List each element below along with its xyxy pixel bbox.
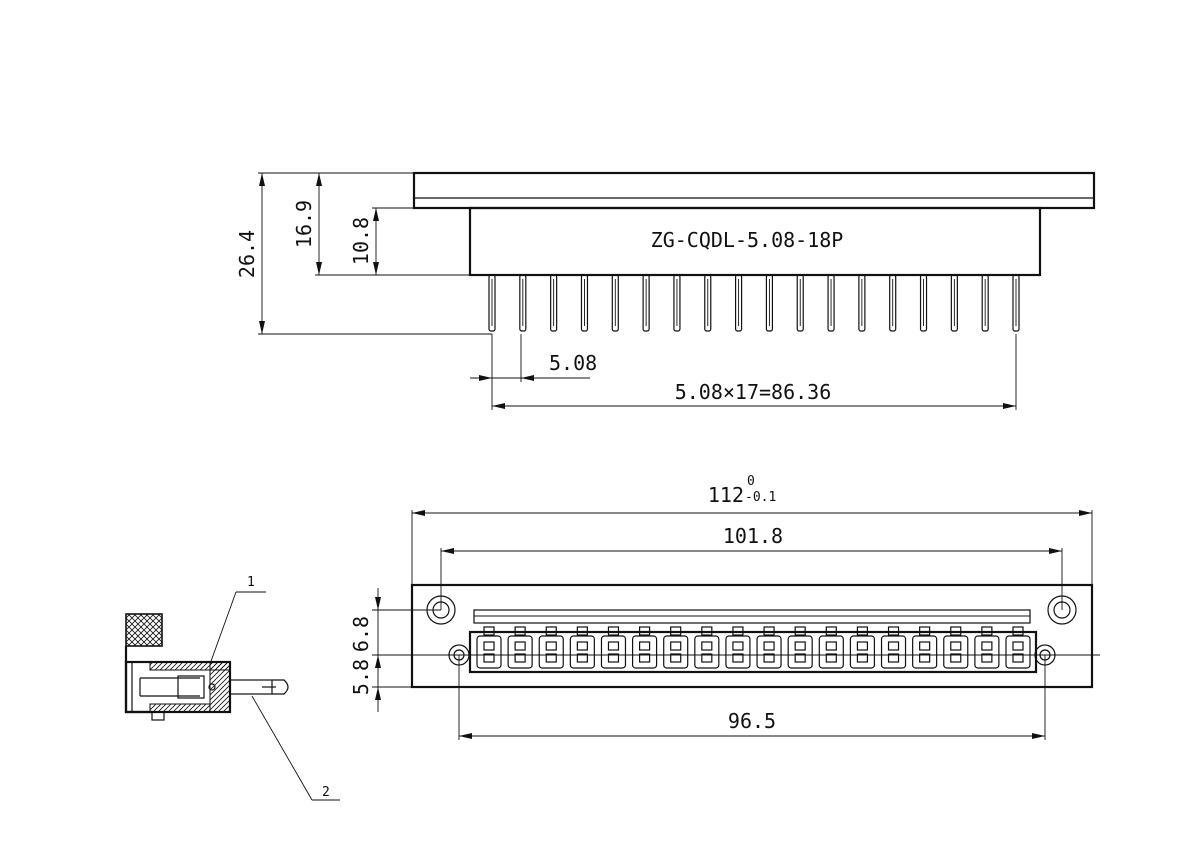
svg-text:1: 1: [247, 575, 255, 590]
dim-overall-width: 112 0 -0.1: [412, 474, 1092, 516]
svg-text:2: 2: [322, 785, 330, 800]
pin: [611, 274, 619, 332]
svg-text:0: 0: [747, 474, 755, 489]
callout-2: 2: [251, 695, 340, 801]
pin: [827, 274, 835, 332]
contact: [538, 626, 564, 669]
pin: [488, 274, 496, 332]
dim-inner-hole-span: 96.5: [459, 709, 1045, 739]
pin: [550, 274, 558, 332]
dim-upper-offset: 6.8: [349, 588, 381, 676]
svg-text:101.8: 101.8: [723, 524, 783, 548]
contact: [476, 626, 502, 669]
contact: [818, 626, 844, 669]
dim-housing-height: 10.8: [349, 208, 379, 275]
housing-body: [468, 206, 1042, 277]
contact: [756, 626, 782, 669]
top-rail: [473, 609, 1031, 624]
flange: [412, 171, 1096, 210]
pin: [919, 274, 928, 332]
pin: [889, 274, 897, 332]
contact: [663, 626, 689, 669]
svg-text:5.08: 5.08: [549, 351, 597, 375]
contact: [600, 626, 627, 669]
contact: [694, 626, 720, 669]
pin: [642, 274, 650, 332]
svg-text:112: 112: [708, 483, 744, 507]
contact: [974, 626, 1000, 669]
svg-text:10.8: 10.8: [349, 217, 373, 265]
contact: [507, 626, 533, 669]
pin: [858, 274, 866, 332]
svg-text:5.08×17=86.36: 5.08×17=86.36: [675, 380, 832, 404]
contact: [787, 626, 813, 669]
model-label: ZG-CQDL-5.08-18P: [651, 228, 844, 252]
svg-text:5.8: 5.8: [349, 659, 373, 695]
contact: [943, 626, 969, 669]
contact: [631, 626, 658, 669]
dim-pitch: 5.08: [470, 334, 597, 410]
top-view: ZG-CQDL-5.08-18P 26.4 16.9 10.8: [235, 171, 1096, 410]
contact-row: [476, 626, 1031, 669]
pin: [580, 274, 589, 332]
dim-pin-span: 5.08×17=86.36: [492, 334, 1017, 410]
contact: [569, 626, 595, 669]
pin: [796, 274, 804, 332]
pin: [673, 274, 681, 332]
side-tab: [151, 711, 165, 721]
contact: [849, 626, 876, 669]
svg-text:6.8: 6.8: [349, 616, 373, 652]
pin: [950, 274, 958, 332]
svg-text:-0.1: -0.1: [745, 490, 776, 505]
contact: [725, 626, 751, 669]
dim-lower-offset: 5.8: [349, 659, 412, 712]
side-view: 1 2: [124, 575, 340, 801]
contact: [880, 626, 907, 669]
pin: [765, 274, 774, 332]
svg-text:26.4: 26.4: [235, 230, 259, 278]
pin: [519, 274, 527, 332]
dim-overall-height: 26.4: [235, 173, 265, 334]
dim-body-height: 16.9: [292, 173, 322, 275]
contact: [912, 626, 938, 669]
svg-text:96.5: 96.5: [728, 709, 776, 733]
contact-housing: [468, 630, 1038, 674]
contact: [1005, 626, 1031, 669]
side-latch: [125, 613, 163, 647]
front-view: 112 0 -0.1 101.8 96.5 6.8: [349, 474, 1100, 740]
pin: [981, 274, 989, 332]
pin: [1012, 274, 1020, 332]
dim-mount-hole-span: 101.8: [441, 524, 1062, 554]
front-flange: [410, 583, 1094, 689]
callout-1: 1: [209, 575, 266, 665]
pin: [704, 274, 712, 332]
svg-text:16.9: 16.9: [292, 200, 316, 248]
pin-row: [488, 274, 1020, 332]
pin: [734, 274, 743, 332]
